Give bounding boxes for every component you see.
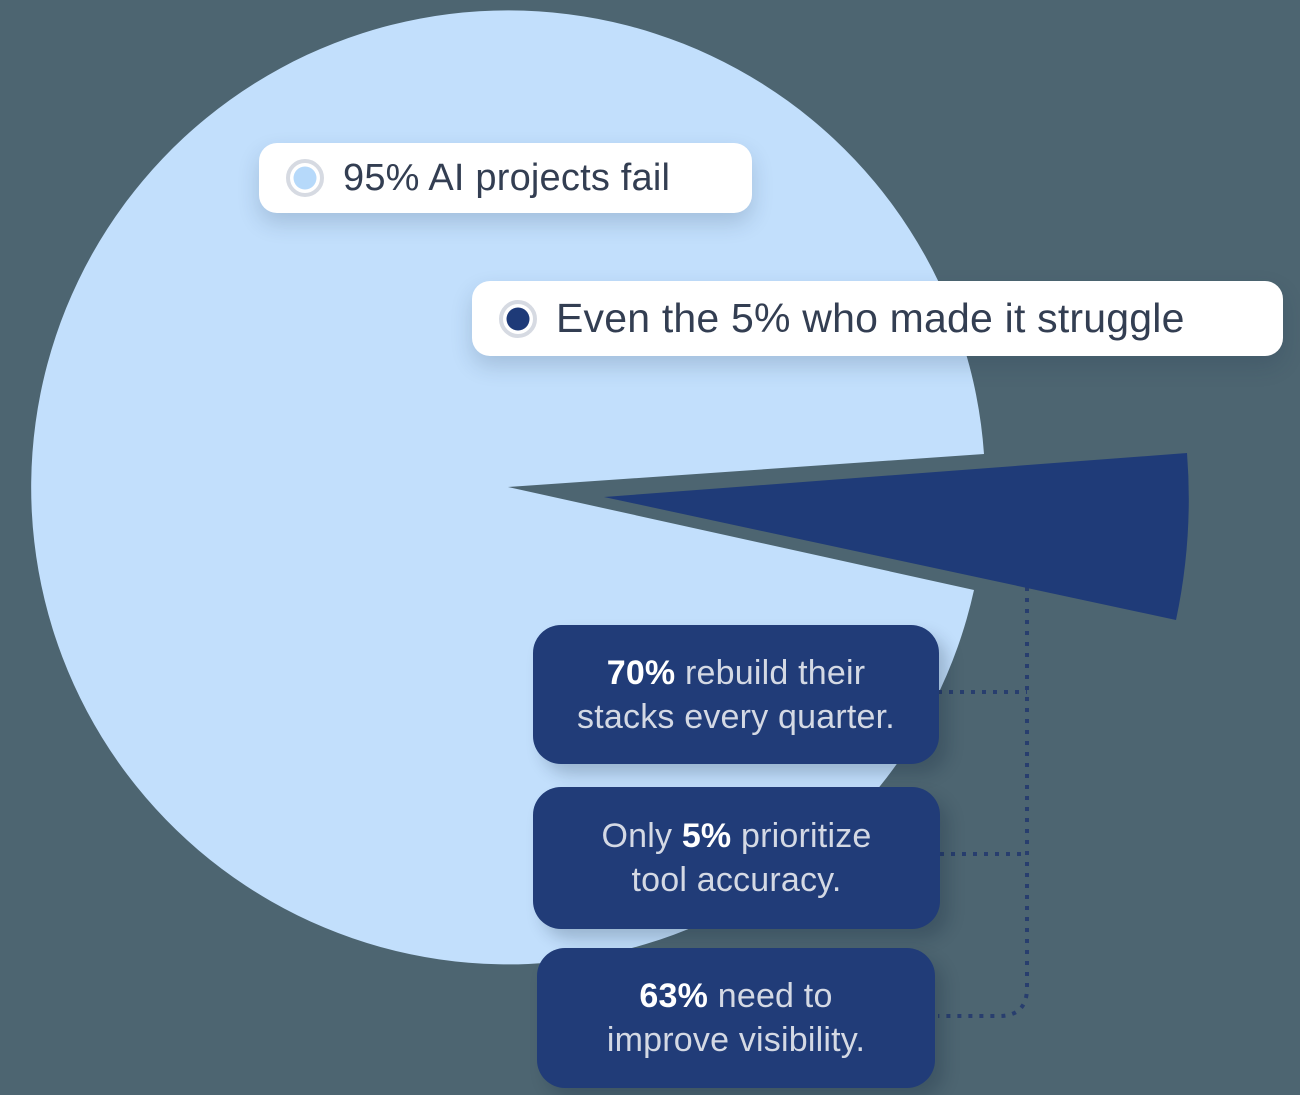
label-text-5-percent: Even the 5% who made it struggle [556, 295, 1185, 341]
radio-dot-navy [506, 307, 530, 330]
stat-text-post: prioritize [731, 817, 872, 855]
stat-bold-value: 63% [639, 977, 709, 1015]
stat-line-2: improve visibility. [606, 1021, 866, 1059]
stat-line-1: 70% rebuild their [607, 651, 866, 695]
stat-text-pre: Only [601, 817, 682, 855]
label-text-95-percent: 95% AI projects fail [343, 156, 671, 199]
stat-text-post: need to [708, 977, 833, 1015]
stat-bold-value: 5% [681, 817, 732, 855]
stat-text-post: rebuild their [675, 653, 866, 692]
radio-icon-95 [286, 159, 324, 197]
radio-dot-light-blue [293, 166, 317, 190]
stat-bold-value: 70% [606, 653, 676, 692]
stat-box-63-percent: 63% need to improve visibility. [537, 948, 935, 1088]
stat-box-70-percent: 70% rebuild their stacks every quarter. [533, 625, 939, 764]
radio-icon-5 [499, 299, 537, 338]
pie-slice-5-percent [604, 453, 1189, 620]
stat-line-1: 63% need to [639, 974, 832, 1018]
stat-box-5-percent: Only 5% prioritize tool accuracy. [533, 787, 940, 929]
stat-line-2: tool accuracy. [631, 861, 842, 899]
label-pill-95-percent: 95% AI projects fail [259, 143, 752, 213]
stat-line-1: Only 5% prioritize [601, 814, 871, 858]
label-pill-5-percent: Even the 5% who made it struggle [472, 281, 1283, 356]
stat-line-2: stacks every quarter. [577, 697, 895, 736]
